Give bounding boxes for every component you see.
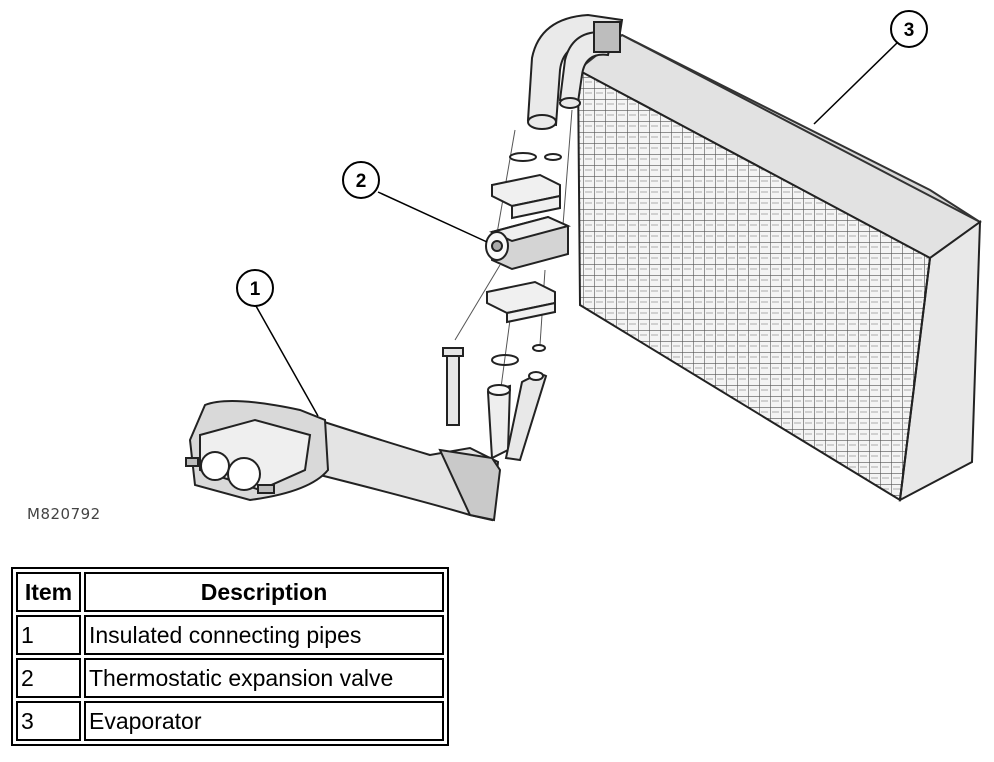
evaporator (576, 33, 982, 502)
callout-3: 3 (813, 10, 928, 125)
evaporator-assembly-diagram: 1 2 3 (185, 10, 982, 522)
callout-1-label: 1 (250, 279, 261, 300)
row-item: 1 (16, 615, 81, 655)
callout-1: 1 (236, 269, 319, 417)
row-description: Evaporator (84, 701, 444, 741)
table-row: 1 Insulated connecting pipes (16, 615, 444, 655)
legend-header-row: Item Description (16, 572, 444, 612)
header-description: Description (84, 572, 444, 612)
header-item: Item (16, 572, 81, 612)
insulated-connecting-pipes (185, 371, 548, 522)
thermostatic-expansion-valve (485, 215, 571, 271)
row-description: Insulated connecting pipes (84, 615, 444, 655)
evaporator-outlet-pipes (526, 13, 624, 130)
upper-seals (509, 152, 562, 162)
upper-clamp-plate (491, 173, 561, 220)
legend-table: Item Description 1 Insulated connecting … (11, 567, 449, 746)
row-item: 2 (16, 658, 81, 698)
callout-2-label: 2 (356, 171, 367, 192)
figure-id: M820792 (27, 505, 101, 523)
callout-3-label: 3 (904, 20, 915, 41)
table-row: 2 Thermostatic expansion valve (16, 658, 444, 698)
lower-clamp-plate (486, 280, 556, 324)
lower-seals (491, 344, 546, 366)
table-row: 3 Evaporator (16, 701, 444, 741)
row-description: Thermostatic expansion valve (84, 658, 444, 698)
mounting-bolt (442, 347, 464, 426)
row-item: 3 (16, 701, 81, 741)
callout-2: 2 (342, 161, 488, 243)
